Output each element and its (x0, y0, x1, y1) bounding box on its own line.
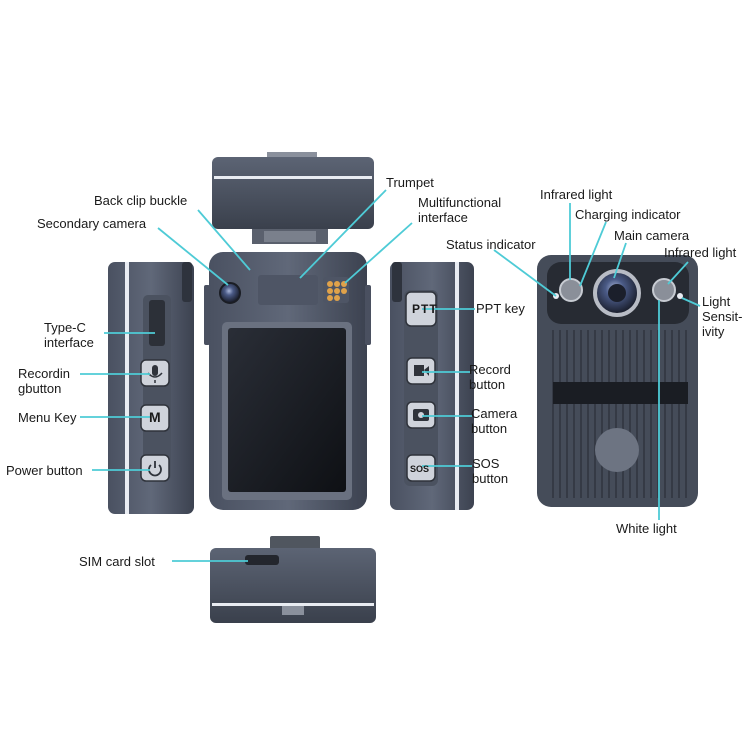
secondary-camera-lens (219, 282, 241, 304)
front-slot (553, 382, 688, 404)
speaker-grille (258, 275, 318, 305)
mic-icon (152, 365, 158, 376)
label-infrared-light-left: Infrared light (540, 187, 613, 202)
video-icon (414, 365, 424, 376)
leader-secondary-camera (157, 227, 229, 286)
label-sos-button: SOS button (472, 456, 509, 486)
white-light-lens (595, 428, 639, 472)
left-side-view (108, 262, 194, 514)
label-type-c-interface: Type-C interface (44, 320, 94, 350)
label-charging-indicator: Charging indicator (575, 207, 681, 222)
leader-charging (579, 221, 607, 287)
leader-infrared-right (667, 261, 689, 285)
menu-button-shape (140, 404, 170, 432)
leader-light-sensitivity (681, 297, 701, 307)
bottom-view (210, 536, 376, 623)
front-view (537, 255, 698, 507)
label-white-light: White light (616, 521, 677, 536)
menu-button-text: M (149, 409, 161, 425)
label-status-indicator: Status indicator (446, 237, 536, 252)
leader-main-camera (613, 242, 627, 279)
right-side-view (390, 262, 474, 510)
label-infrared-light-right: Infrared light (664, 245, 737, 260)
leader-status-indicator (493, 249, 557, 297)
label-recording-button: Recordin gbutton (18, 366, 71, 396)
label-main-camera: Main camera (614, 228, 690, 243)
label-secondary-camera: Secondary camera (37, 216, 147, 231)
label-record-button: Record button (469, 362, 511, 392)
sos-button-shape (406, 454, 436, 482)
leader-multifunctional-interface (344, 222, 413, 284)
top-view-highlight (214, 176, 372, 179)
infrared-light-left-lens (559, 278, 583, 302)
leader-trumpet (299, 189, 387, 279)
label-sim-card-slot: SIM card slot (79, 554, 155, 569)
label-back-clip-buckle: Back clip buckle (94, 193, 188, 208)
sim-card-slot-shape (245, 555, 279, 565)
type-c-port (149, 300, 165, 346)
rear-view (204, 252, 371, 510)
leader-back-clip-buckle (197, 209, 251, 271)
power-icon (148, 464, 162, 477)
top-view (212, 152, 374, 244)
label-multifunctional-interface: Multifunctional interface (418, 195, 502, 225)
leader-lines (80, 189, 701, 562)
label-trumpet: Trumpet (386, 175, 434, 190)
label-light-sensitivity: Light Sensit- ivity (702, 294, 743, 339)
label-power-button: Power button (6, 463, 83, 478)
light-sensor-dot (677, 293, 683, 299)
screen (228, 328, 346, 492)
sos-button-text: SOS (410, 464, 430, 474)
ppt-button-text: PTT (412, 302, 438, 316)
top-view-body (212, 157, 374, 229)
label-ppt-key: PPT key (476, 301, 525, 316)
infrared-light-right-lens (652, 278, 676, 302)
label-menu-key: Menu Key (18, 410, 77, 425)
top-view-clip-tab (267, 152, 317, 158)
label-camera-button: Camera button (471, 406, 518, 436)
